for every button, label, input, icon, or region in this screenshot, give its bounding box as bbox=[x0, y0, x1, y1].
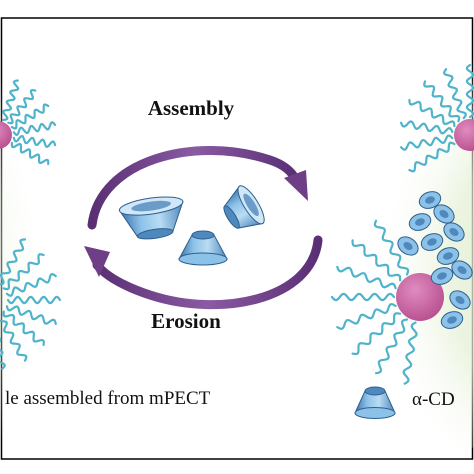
cycle-arrow-bottom bbox=[92, 235, 323, 310]
legend-cd-text: α-CD bbox=[412, 389, 455, 410]
stacked-cone bbox=[408, 213, 432, 231]
polymer-chain bbox=[0, 238, 27, 286]
right-micelle-chains bbox=[330, 63, 474, 385]
left-micelle-chains bbox=[0, 79, 62, 370]
polymer-chain bbox=[6, 295, 62, 305]
stacked-cone bbox=[420, 233, 444, 251]
legend-micelle-text: le assembled from mPECT bbox=[5, 388, 211, 409]
stacked-cone bbox=[449, 290, 471, 310]
polymer-chain bbox=[373, 219, 410, 276]
left-micelle-glow bbox=[0, 30, 130, 450]
polymer-chain bbox=[351, 239, 402, 282]
assembly-label: Assembly bbox=[148, 96, 235, 120]
polymer-chain bbox=[442, 68, 467, 120]
stacked-cone bbox=[418, 191, 442, 209]
polymer-chain bbox=[0, 315, 28, 362]
polymer-chain bbox=[10, 141, 50, 166]
stacked-cone bbox=[440, 311, 464, 329]
polymer-chain bbox=[400, 134, 454, 151]
stacked-cone bbox=[430, 267, 454, 285]
polymer-chain bbox=[374, 318, 409, 375]
polymer-chain bbox=[423, 80, 461, 123]
polymer-chain bbox=[330, 292, 396, 302]
polymer-chain bbox=[1, 79, 20, 122]
polymer-chain bbox=[5, 305, 57, 325]
polymer-chain bbox=[408, 98, 456, 128]
left-core-top bbox=[0, 121, 12, 149]
polymer-chain bbox=[465, 63, 474, 119]
stacked-cone bbox=[397, 236, 419, 256]
polymer-chain bbox=[336, 302, 397, 331]
polymer-chain bbox=[2, 310, 45, 347]
polymer-chain bbox=[10, 103, 50, 130]
right-micelle-glow bbox=[300, 50, 474, 450]
polymer-chain bbox=[402, 321, 418, 385]
cyclodextrin-cone-1 bbox=[118, 196, 184, 240]
stacked-cone bbox=[443, 222, 465, 242]
erosion-label: Erosion bbox=[151, 309, 221, 333]
polymer-chain bbox=[12, 121, 57, 137]
polymer-chain bbox=[7, 89, 37, 125]
cycle-arrow-top bbox=[87, 145, 301, 230]
polymer-chain bbox=[2, 253, 45, 291]
cyclodextrin-stack bbox=[397, 191, 473, 329]
cyclodextrin-cone-3 bbox=[178, 230, 228, 266]
polymer-chain bbox=[351, 312, 402, 356]
polymer-chain bbox=[400, 120, 454, 135]
stacked-cone bbox=[436, 247, 460, 265]
legend-cone-icon bbox=[354, 386, 396, 419]
right-core-bottom bbox=[396, 273, 444, 321]
cyclodextrin-cone-2 bbox=[223, 185, 265, 229]
stacked-cone bbox=[433, 204, 455, 224]
polymer-chain bbox=[5, 272, 57, 297]
polymer-chain bbox=[408, 141, 456, 173]
polymer-chain bbox=[12, 134, 57, 148]
cycle-arrow-top-head bbox=[284, 170, 308, 201]
right-core-top bbox=[454, 119, 474, 151]
polymer-chain bbox=[336, 265, 397, 290]
cycle-arrow-bottom-head bbox=[84, 246, 110, 277]
stacked-cone bbox=[451, 260, 473, 280]
